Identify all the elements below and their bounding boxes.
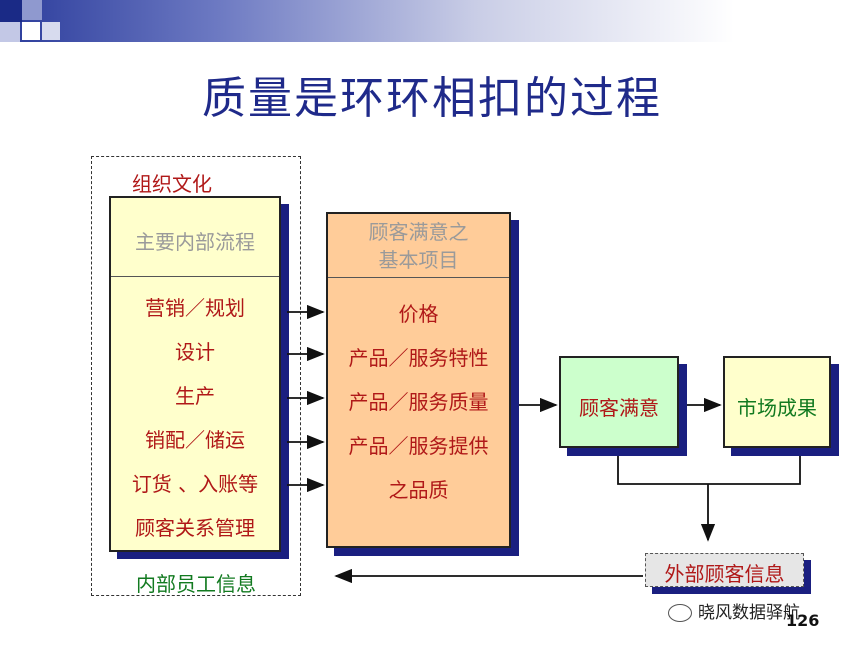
satisfaction-basics-header-line1: 顾客满意之 (368, 220, 469, 244)
list-item: 产品／服务质量 (348, 390, 489, 414)
market-results-box (723, 356, 831, 448)
divider-line (328, 277, 509, 278)
list-item: 营销／规划 (145, 296, 245, 320)
satisfaction-basics-box (326, 212, 511, 548)
external-info-box (645, 553, 804, 587)
corner-square-decoration (0, 0, 22, 22)
org-culture-label: 组织文化 (132, 172, 212, 196)
watermark-text: 晓风数据驿航 (698, 603, 800, 623)
list-item: 生产 (175, 384, 215, 408)
header-gradient-bar (0, 0, 864, 42)
internal-process-list: 营销／规划 设计 生产 销配／储运 订货 、入账等 顾客关系管理 (109, 286, 281, 550)
corner-square-decoration (0, 22, 20, 42)
internal-process-box (109, 196, 281, 552)
feedback-line (617, 456, 801, 485)
customer-satisfaction-label: 顾客满意 (579, 396, 659, 420)
watermark: 晓风数据驿航 (668, 598, 800, 623)
market-results-label: 市场成果 (737, 396, 817, 420)
corner-square-decoration (42, 22, 60, 40)
page-title: 质量是环环相扣的过程 (202, 73, 662, 124)
list-item: 之品质 (388, 478, 449, 502)
corner-square-decoration (22, 22, 40, 40)
list-item: 订货 、入账等 (131, 472, 259, 496)
divider-line (111, 276, 279, 277)
org-culture-frame (91, 156, 301, 596)
list-item: 顾客关系管理 (135, 516, 255, 540)
list-item: 价格 (398, 302, 439, 326)
list-item: 设计 (175, 340, 215, 364)
wechat-icon (668, 604, 692, 622)
list-item: 产品／服务特性 (348, 346, 489, 370)
customer-satisfaction-box (559, 356, 679, 448)
list-item: 产品／服务提供 (348, 434, 489, 458)
external-info-label: 外部顾客信息 (664, 562, 785, 586)
list-item: 销配／储运 (145, 428, 245, 452)
internal-info-label: 内部员工信息 (136, 572, 256, 596)
corner-square-decoration (22, 0, 42, 20)
internal-process-header: 主要内部流程 (135, 230, 255, 254)
satisfaction-basics-header-line2: 基本项目 (378, 248, 459, 272)
satisfaction-basics-list: 价格 产品／服务特性 产品／服务质量 产品／服务提供 之品质 (326, 292, 511, 512)
page-number: 126 (786, 611, 820, 630)
